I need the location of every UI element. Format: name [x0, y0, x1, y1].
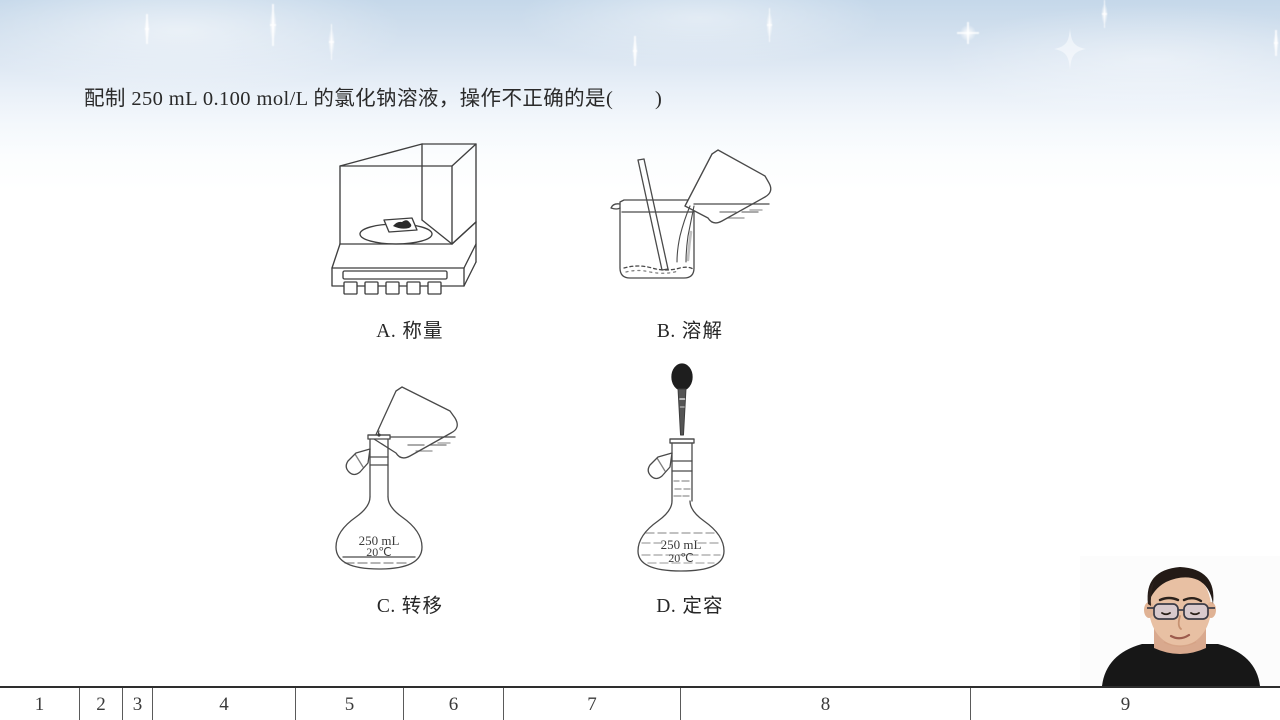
- presenter-webcam-overlay[interactable]: [1080, 556, 1280, 686]
- timeline-segment[interactable]: 5: [295, 688, 403, 720]
- option-b-label: B. 溶解: [657, 314, 723, 343]
- sparkle-icon: [957, 22, 979, 44]
- four-point-star-icon: [1054, 28, 1086, 70]
- sparkle-icon: [1100, 0, 1109, 28]
- sparkle-icon: [143, 14, 151, 44]
- option-c[interactable]: 250 mL 20℃ C. 转移: [270, 385, 550, 618]
- option-b-text: 溶解: [681, 321, 724, 342]
- dropper-over-volumetric-flask-icon: 250 mL 20℃: [637, 363, 725, 572]
- option-a[interactable]: A. 称量: [270, 132, 550, 343]
- options-grid: A. 称量: [270, 132, 830, 618]
- pour-into-volumetric-flask-icon: 250 mL 20℃: [335, 386, 458, 570]
- timeline-segment[interactable]: 3: [122, 688, 152, 720]
- option-b[interactable]: B. 溶解: [550, 132, 830, 343]
- timeline-segment[interactable]: 1: [34, 694, 45, 715]
- presenter-headshot-avatar: [1080, 556, 1280, 686]
- option-c-label: C. 转移: [377, 589, 443, 618]
- flask-temperature-text: 20℃: [668, 551, 693, 565]
- sparkle-icon: [765, 8, 774, 42]
- option-d-text: 定容: [682, 596, 724, 617]
- option-a-label: A. 称量: [376, 314, 443, 343]
- option-b-key: B.: [656, 321, 676, 342]
- timeline-segment[interactable]: 2: [79, 688, 122, 720]
- option-d-label: D. 定容: [656, 589, 723, 618]
- flask-volume-text: 250 mL: [359, 533, 400, 548]
- option-a-key: A.: [376, 321, 397, 342]
- timeline-segment[interactable]: 4: [152, 688, 295, 720]
- option-d[interactable]: 250 mL 20℃ D. 定容: [550, 363, 830, 618]
- flask-temperature-text: 20℃: [366, 545, 391, 559]
- sparkle-icon: [327, 24, 336, 60]
- options-row-2: 250 mL 20℃ C. 转移: [270, 363, 830, 618]
- option-a-text: 称量: [402, 321, 444, 342]
- figure-transfer: 250 mL 20℃: [322, 385, 498, 575]
- question-stem: 配制 250 mL 0.100 mol/L 的氯化钠溶液，操作不正确的是( ): [84, 88, 663, 110]
- timeline-segment[interactable]: 9: [970, 688, 1280, 720]
- options-row-1: A. 称量: [270, 132, 830, 343]
- flask-volume-text: 250 mL: [661, 537, 702, 552]
- option-d-key: D.: [656, 596, 677, 617]
- timeline-segment[interactable]: 8: [680, 688, 970, 720]
- figure-dissolving: [602, 132, 778, 300]
- sparkle-icon: [631, 36, 639, 66]
- analytical-balance-icon: [331, 143, 477, 295]
- timeline-segment[interactable]: 7: [503, 688, 680, 720]
- option-c-key: C.: [376, 596, 396, 617]
- sparkle-icon: [1272, 30, 1280, 56]
- timeline-segment[interactable]: 6: [403, 688, 503, 720]
- beaker-stirring-rod-icon: [610, 149, 772, 279]
- lesson-timeline[interactable]: 1 2 3 4 5 6 7 8 9: [0, 686, 1280, 720]
- sparkle-icon: [268, 4, 278, 46]
- figure-dilute-to-mark: 250 mL 20℃: [602, 363, 778, 575]
- option-c-text: 转移: [401, 596, 444, 617]
- figure-analytical-balance: [324, 132, 496, 300]
